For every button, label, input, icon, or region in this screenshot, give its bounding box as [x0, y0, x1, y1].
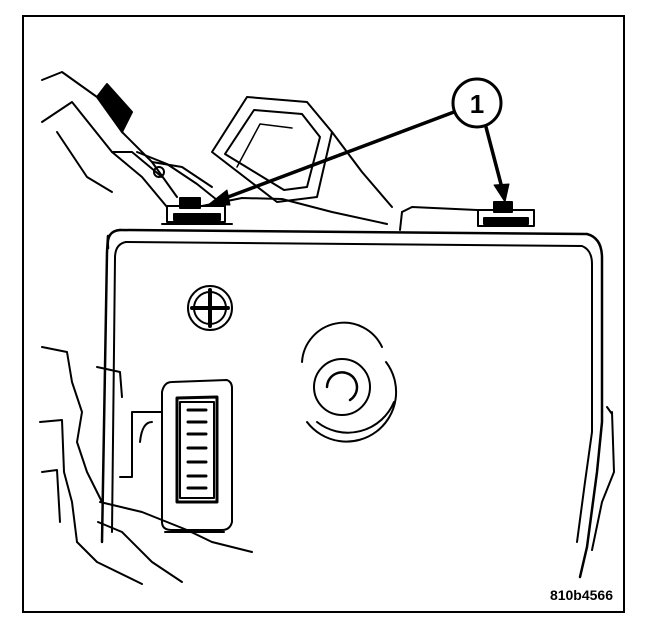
cross-head-fastener [187, 285, 233, 331]
round-mount [301, 321, 398, 443]
mounting-bracket-lower-left [39, 346, 253, 585]
callout-number: 1 [470, 89, 484, 119]
retaining-tab-right [399, 201, 535, 231]
retaining-tab-left [161, 197, 233, 225]
label-connector-block [119, 379, 233, 533]
module-housing [100, 228, 615, 579]
wiring-harness-left [41, 71, 218, 208]
technical-illustration: 1 [39, 71, 615, 585]
diagram-frame: 1 810b4566 [22, 15, 625, 613]
callout-1: 1 [207, 77, 510, 206]
figure-id: 810b4566 [549, 587, 613, 603]
